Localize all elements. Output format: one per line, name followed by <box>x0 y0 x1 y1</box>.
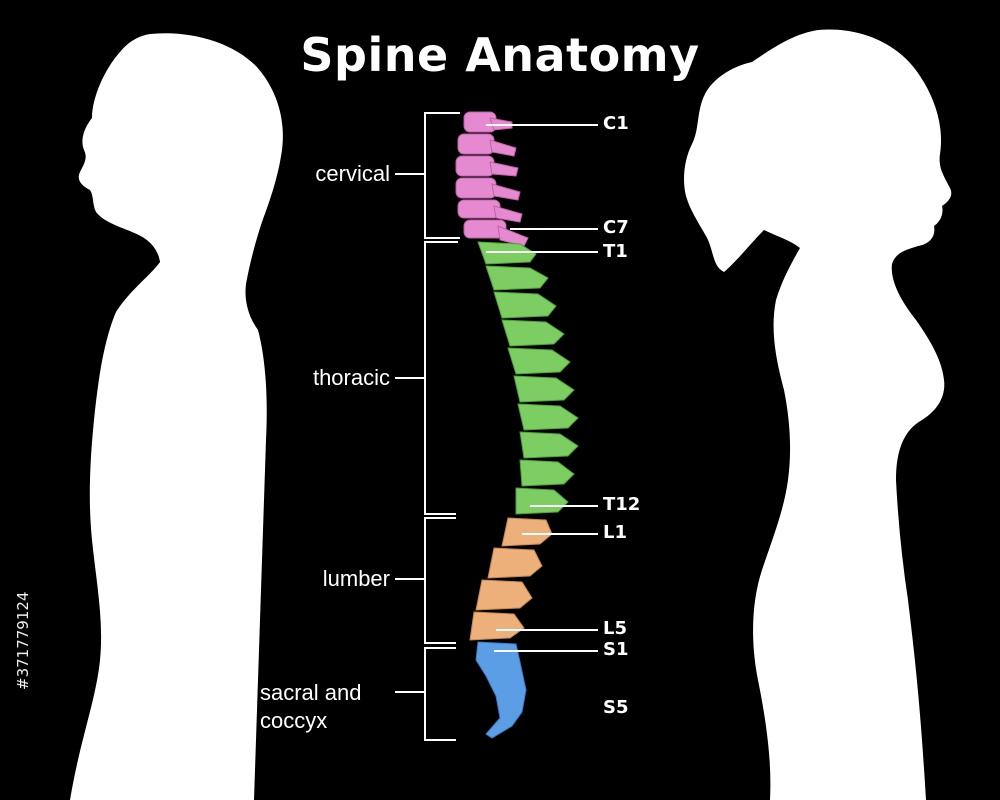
label-t1: T1 <box>603 241 628 262</box>
region-label-thoracic: thoracic <box>312 365 390 390</box>
cervical-vertebrae <box>455 111 529 247</box>
sacral-bracket <box>424 647 456 741</box>
label-c7: C7 <box>603 217 629 238</box>
region-label-sacral: sacral and coccyx <box>260 679 395 735</box>
thoracic-vertebrae <box>477 241 579 515</box>
label-l1: L1 <box>603 522 627 543</box>
region-label-sacral-line2: coccyx <box>260 708 328 733</box>
label-s1: S1 <box>603 639 629 660</box>
region-label-lumbar: lumber <box>322 566 390 591</box>
page-title: Spine Anatomy <box>300 28 700 82</box>
label-t12: T12 <box>603 494 641 515</box>
spine-illustration <box>455 111 579 739</box>
region-label-cervical: cervical <box>315 161 390 186</box>
cervical-bracket <box>424 112 460 239</box>
thoracic-bracket <box>424 241 458 515</box>
region-label-sacral-line1: sacral and <box>260 680 362 705</box>
lumbar-bracket <box>424 517 456 644</box>
sacral-vertebrae <box>475 641 527 739</box>
label-s5: S5 <box>603 697 629 718</box>
label-c1: C1 <box>603 113 629 134</box>
male-silhouette <box>70 33 283 800</box>
lumbar-vertebrae <box>469 517 553 641</box>
vertebra-pointers <box>486 124 598 652</box>
female-silhouette <box>684 29 952 800</box>
watermark-id: #371779124 <box>14 591 32 690</box>
region-brackets <box>395 112 460 741</box>
label-l5: L5 <box>603 618 627 639</box>
